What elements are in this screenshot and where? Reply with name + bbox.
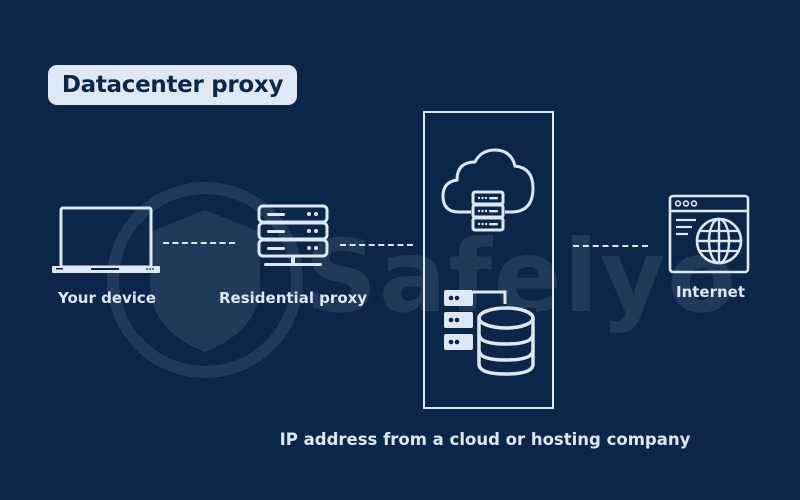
diagram-title: Datacenter proxy: [48, 65, 297, 105]
shield-lock-icon: [107, 182, 303, 378]
datacenter-box: [423, 111, 554, 409]
node-label-device: Your device: [58, 289, 156, 307]
database-server-icon: [444, 290, 536, 376]
datacenter-caption: IP address from a cloud or hosting compa…: [279, 430, 691, 449]
browser-globe-icon: [668, 194, 750, 274]
connector-line: [340, 244, 413, 246]
server-stack-icon: [257, 204, 329, 266]
laptop-icon: [52, 206, 160, 273]
node-label-residential: Residential proxy: [219, 289, 368, 307]
connector-line: [573, 245, 648, 247]
node-label-internet: Internet: [676, 283, 746, 301]
cloud-server-icon: [441, 148, 535, 232]
watermark: Safelyo: [105, 180, 736, 380]
connector-line: [163, 242, 235, 244]
